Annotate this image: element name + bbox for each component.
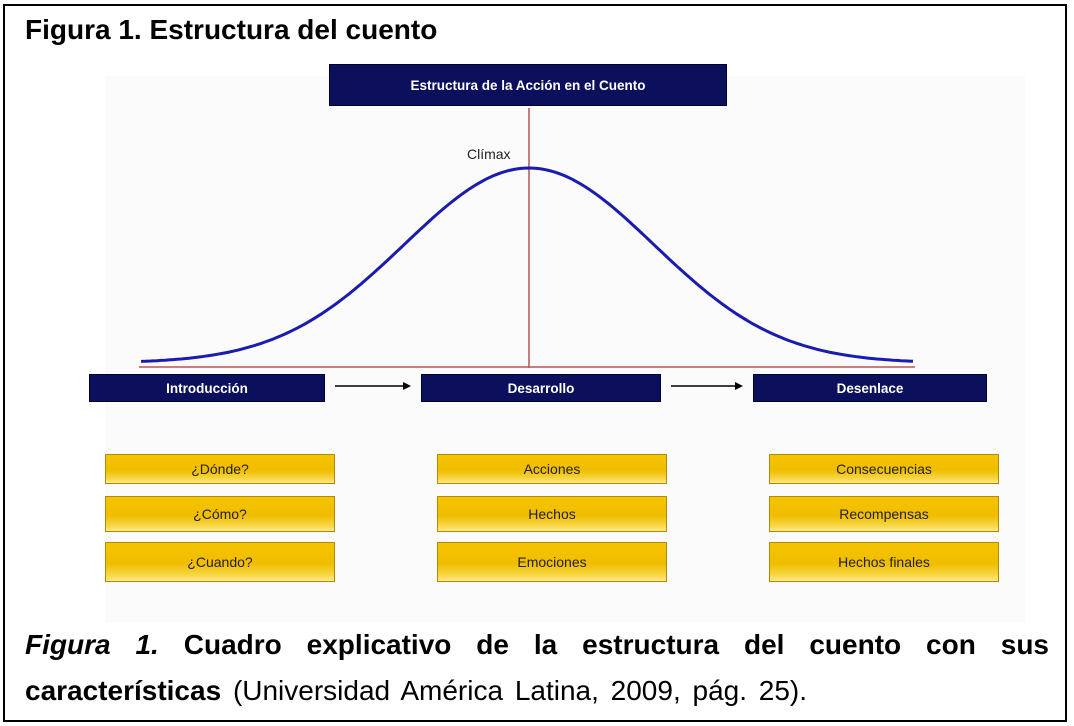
stage-introduccion: Introducción [89,374,325,402]
figure-title: Figura 1. Estructura del cuento [25,14,438,45]
detail-consecuencias: Consecuencias [769,454,999,484]
detail-hechos-finales: Hechos finales [769,542,999,582]
detail-hechos: Hechos [437,496,667,532]
stage-desarrollo: Desarrollo [421,374,661,402]
arrow-2-head [735,382,743,390]
detail-cuando: ¿Cuando? [105,542,335,582]
climax-curve-graphic [139,108,915,390]
figure-frame: Figura 1. Estructura del cuento Clímax E… [3,4,1067,722]
caption-prefix: Figura 1. [25,629,159,660]
caption-citation: (Universidad América Latina, 2009, pág. … [232,675,808,706]
detail-donde: ¿Dónde? [105,454,335,484]
stage-desenlace: Desenlace [753,374,987,402]
arrow-1-head [403,382,411,390]
bell-curve [140,166,914,363]
diagram-header: Estructura de la Acción en el Cuento [329,64,727,106]
detail-como: ¿Cómo? [105,496,335,532]
detail-emociones: Emociones [437,542,667,582]
figure-caption: Figura 1. Cuadro explicativo de la estru… [25,622,1049,714]
caption-bold-text: Cuadro explicativo de la estructura del … [25,629,1049,706]
detail-acciones: Acciones [437,454,667,484]
detail-recompensas: Recompensas [769,496,999,532]
climax-label: Clímax [467,146,511,162]
